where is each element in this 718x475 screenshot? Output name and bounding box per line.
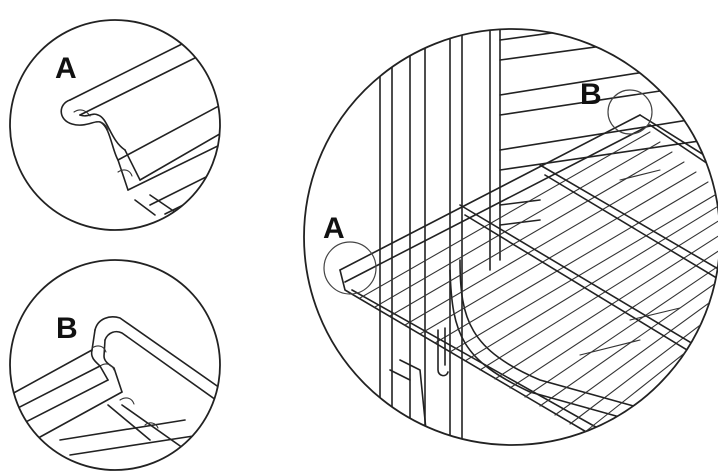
main-a-label: A <box>323 212 345 245</box>
detail-circle-a: A <box>9 19 221 231</box>
main-b-label: B <box>580 78 602 111</box>
wire-rack <box>339 114 718 441</box>
highlight-circle-b <box>607 89 653 135</box>
detail-b-label: B <box>56 312 78 345</box>
main-detail-circle: A B <box>303 28 718 446</box>
highlight-circle-a <box>323 241 377 295</box>
detail-a-label: A <box>55 52 77 85</box>
detail-circle-b: B <box>9 259 221 471</box>
